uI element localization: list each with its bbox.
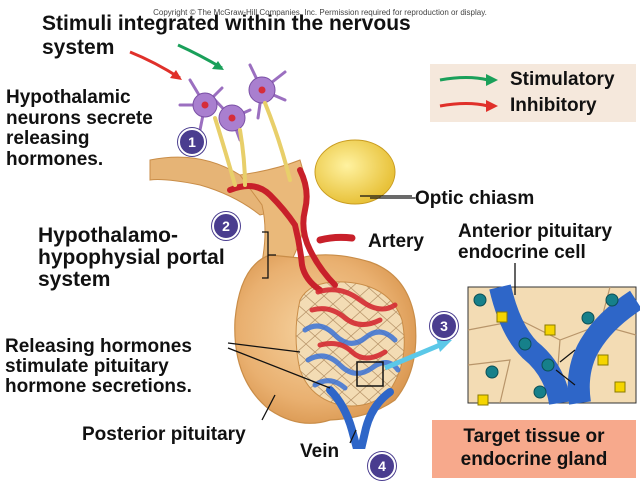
stimuli-label: Stimuli integrated within the nervous sy… <box>42 12 411 59</box>
hypothalamic-neurons <box>178 63 287 142</box>
legend-stimulatory-text: Stimulatory <box>510 69 615 90</box>
neuron-axons <box>213 101 292 187</box>
step-4-badge: 4 <box>368 452 396 480</box>
portal-vessels <box>227 167 338 293</box>
anterior-capillaries <box>309 287 398 361</box>
legend: Stimulatory Inhibitory <box>430 64 636 122</box>
releasing-hormones-label: Releasing hormones stimulate pituitary h… <box>5 336 192 397</box>
zoom-arrow <box>384 342 441 371</box>
hypothalamic-neurons-label: Hypothalamic neurons secrete releasing h… <box>6 87 153 170</box>
legend-inhibitory-text: Inhibitory <box>510 95 597 116</box>
copyright-notice: Copyright © The McGraw-Hill Companies, I… <box>153 8 487 17</box>
optic-chiasm-shape <box>314 139 396 205</box>
legend-inhibitory: Inhibitory <box>438 95 597 117</box>
vein-label: Vein <box>300 441 340 462</box>
artery-vessel <box>316 233 356 244</box>
stimulatory-arrow-icon <box>439 74 498 86</box>
posterior-pituitary-label: Posterior pituitary <box>82 424 246 445</box>
optic-chiasm-label: Optic chiasm <box>415 188 535 209</box>
portal-system-label: Hypothalamo- hypophysial portal system <box>38 224 225 292</box>
artery-label: Artery <box>368 231 424 252</box>
anterior-pituitary-cell-label: Anterior pituitary endocrine cell <box>458 221 613 263</box>
leader-lines <box>227 195 516 444</box>
pituitary-stalk <box>239 159 308 271</box>
step-3-badge: 3 <box>430 312 458 340</box>
inhibitory-arrow-icon <box>439 100 498 112</box>
legend-stimulatory: Stimulatory <box>438 69 615 91</box>
vein-vessel <box>326 386 394 449</box>
step-1-badge: 1 <box>178 128 206 156</box>
zoom-box <box>356 361 384 387</box>
step-2-badge: 2 <box>212 212 240 240</box>
target-tissue-box: Target tissue or endocrine gland <box>432 420 636 478</box>
endocrine-cell-inset <box>467 284 640 406</box>
target-tissue-label: Target tissue or endocrine gland <box>460 426 608 470</box>
